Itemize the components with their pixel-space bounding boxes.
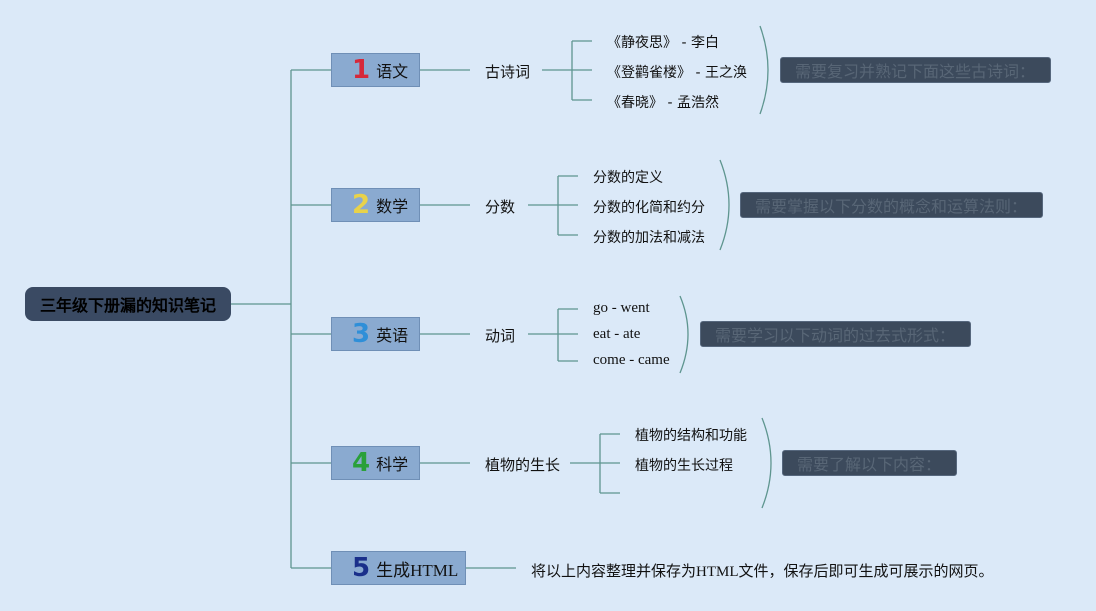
number-4-icon: 4 (352, 448, 371, 478)
subject-label: 数学 (376, 197, 409, 216)
leaf-node[interactable]: go - went (593, 300, 650, 316)
topic-node-5[interactable]: 将以上内容整理并保存为HTML文件，保存后即可生成可展示的网页。 (531, 564, 994, 580)
note-callout-1[interactable]: 需要复习并熟记下面这些古诗词： (780, 57, 1051, 83)
subject-label: 语文 (376, 62, 409, 81)
leaf-node[interactable]: eat - ate (593, 326, 641, 342)
subject-label: 生成HTML (376, 560, 459, 580)
number-5-icon: 5 (352, 553, 371, 583)
root-node[interactable]: 三年级下册漏的知识笔记 (25, 287, 231, 321)
leaf-node[interactable]: 《春晓》 - 孟浩然 (607, 95, 719, 111)
note-callout-3[interactable]: 需要学习以下动词的过去式形式： (700, 321, 971, 347)
subject-node-1[interactable]: 1 语文 (331, 53, 420, 87)
subject-node-5[interactable]: 5 生成HTML (331, 551, 466, 585)
leaf-node[interactable]: 分数的加法和减法 (593, 230, 705, 246)
leaf-node[interactable]: 植物的生长过程 (635, 458, 733, 474)
note-callout-2[interactable]: 需要掌握以下分数的概念和运算法则： (740, 192, 1043, 218)
leaf-node[interactable]: 分数的定义 (593, 170, 663, 186)
leaf-node[interactable]: 分数的化简和约分 (593, 200, 705, 216)
subject-label: 科学 (376, 455, 409, 474)
topic-node-1[interactable]: 古诗词 (485, 63, 531, 81)
number-2-icon: 2 (352, 190, 371, 220)
leaf-node[interactable]: 《静夜思》 - 李白 (607, 35, 719, 51)
number-1-icon: 1 (352, 55, 371, 85)
topic-node-3[interactable]: 动词 (485, 327, 516, 345)
note-callout-4[interactable]: 需要了解以下内容： (782, 450, 957, 476)
number-3-icon: 3 (352, 319, 371, 349)
leaf-node[interactable]: 《登鹳雀楼》 - 王之涣 (607, 65, 747, 81)
leaf-node[interactable]: come - came (593, 352, 670, 368)
subject-label: 英语 (376, 326, 409, 345)
leaf-node[interactable]: 植物的结构和功能 (635, 428, 747, 444)
subject-node-4[interactable]: 4 科学 (331, 446, 420, 480)
topic-node-4[interactable]: 植物的生长 (485, 456, 561, 474)
subject-node-3[interactable]: 3 英语 (331, 317, 420, 351)
subject-node-2[interactable]: 2 数学 (331, 188, 420, 222)
topic-node-2[interactable]: 分数 (485, 198, 516, 216)
